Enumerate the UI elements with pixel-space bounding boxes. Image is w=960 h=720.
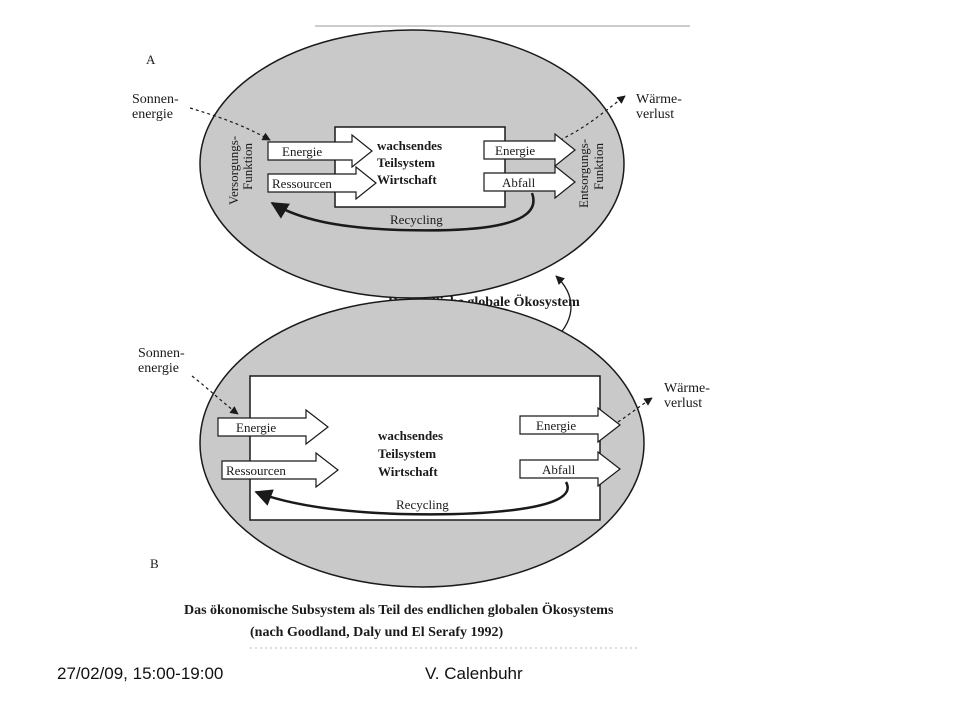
disposal-function-label-line2: Funktion bbox=[591, 143, 606, 190]
heat-output-label-a-line1: Wärme- bbox=[636, 92, 682, 107]
supply-function-label-line2: Funktion bbox=[240, 143, 255, 190]
output-waste-label-b: Abfall bbox=[542, 462, 576, 477]
heat-output-label-b-line1: Wärme- bbox=[664, 381, 710, 396]
subsystem-label-a-line2: Teilsystem bbox=[377, 155, 435, 170]
input-arrow-energy-b bbox=[217, 408, 329, 446]
panel-a: A Sonnen- energie Wärme- verlust Versorg… bbox=[132, 29, 682, 299]
footer-date: 27/02/09, 15:00-19:00 bbox=[57, 664, 224, 683]
recycling-arrow-a bbox=[270, 192, 535, 232]
heat-output-label-a-line2: verlust bbox=[636, 107, 674, 122]
input-resources-label-a: Ressourcen bbox=[272, 176, 332, 191]
output-energy-label-b: Energie bbox=[536, 418, 576, 433]
subsystem-label-a-line3: Wirtschaft bbox=[377, 172, 437, 187]
output-arrow-waste-a bbox=[483, 164, 576, 200]
recycling-arrow-b bbox=[254, 481, 569, 516]
footer-author: V. Calenbuhr bbox=[425, 664, 523, 683]
caption-line2: (nach Goodland, Daly und El Serafy 1992) bbox=[250, 625, 504, 640]
recycling-label-b: Recycling bbox=[396, 497, 449, 512]
input-arrow-energy-a bbox=[267, 133, 373, 169]
sun-input-label-a-line2: energie bbox=[132, 107, 173, 122]
recycling-label-a: Recycling bbox=[390, 212, 443, 227]
subsystem-label-b-line1: wachsendes bbox=[378, 428, 443, 443]
caption-line1: Das ökonomische Subsystem als Teil des e… bbox=[184, 601, 614, 618]
sun-input-arrow-b bbox=[191, 375, 239, 415]
panel-b: Sonnen- energie Wärme- verlust wachsende… bbox=[138, 298, 710, 588]
panel-a-letter: A bbox=[146, 52, 156, 67]
subsystem-box-b bbox=[249, 375, 601, 521]
heat-output-label-b-line2: verlust bbox=[664, 396, 702, 411]
input-energy-label-b: Energie bbox=[236, 420, 276, 435]
sun-input-label-b-line1: Sonnen- bbox=[138, 346, 185, 361]
subsystem-label-b-line2: Teilsystem bbox=[378, 446, 436, 461]
sun-input-label-a-line1: Sonnen- bbox=[132, 92, 179, 107]
disposal-function-label-line1: Entsorgungs- bbox=[576, 139, 591, 208]
input-resources-label-b: Ressourcen bbox=[226, 463, 286, 478]
output-arrow-waste-b bbox=[519, 450, 621, 488]
output-energy-label-a: Energie bbox=[495, 143, 535, 158]
sun-input-arrow-a bbox=[189, 107, 271, 141]
output-waste-label-a: Abfall bbox=[502, 175, 536, 190]
input-energy-label-a: Energie bbox=[282, 144, 322, 159]
heat-output-arrow-b bbox=[617, 397, 653, 423]
input-arrow-resources-b bbox=[221, 451, 339, 489]
subsystem-label-b-line3: Wirtschaft bbox=[378, 464, 438, 479]
sun-input-label-b-line2: energie bbox=[138, 361, 179, 376]
supply-function-label-line1: Versorgungs- bbox=[226, 136, 241, 205]
output-arrow-energy-b bbox=[519, 406, 621, 444]
subsystem-label-a-line1: wachsendes bbox=[377, 138, 442, 153]
input-arrow-resources-a bbox=[267, 165, 377, 201]
panel-b-letter: B bbox=[150, 556, 159, 571]
heat-output-arrow-a bbox=[559, 95, 626, 141]
output-arrow-energy-a bbox=[483, 132, 576, 168]
